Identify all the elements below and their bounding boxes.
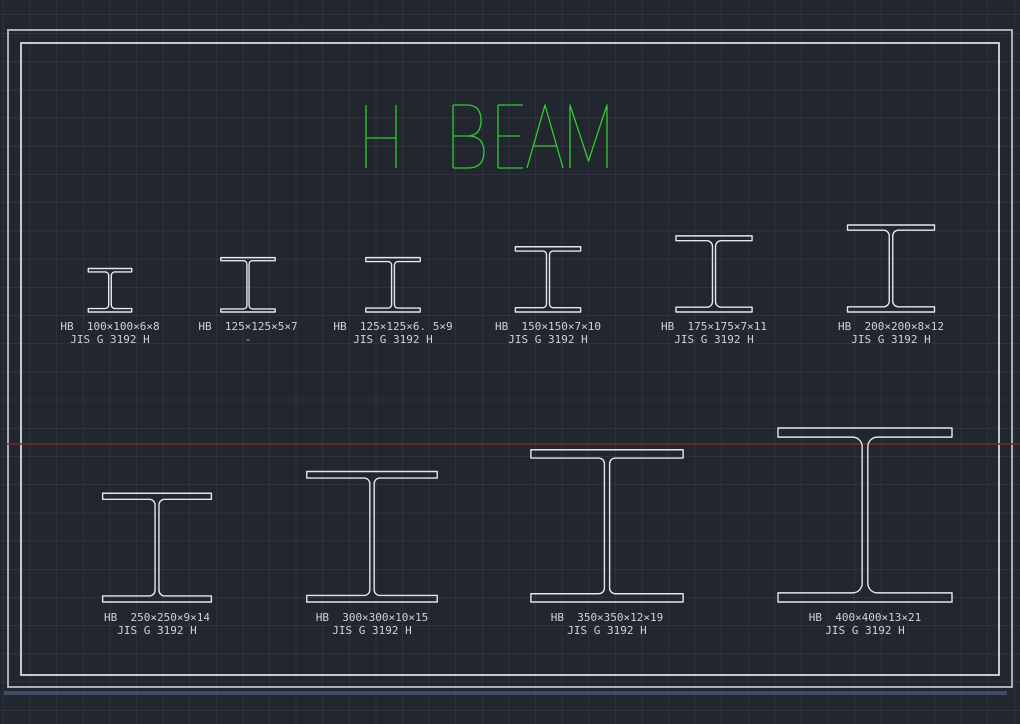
hbeam-section-10 (777, 427, 953, 603)
hbeam-section-5 (675, 235, 753, 313)
horizontal-scrollbar-thumb[interactable] (4, 691, 1007, 695)
hbeam-section-4 (514, 246, 582, 313)
hbeam-section-9 (530, 449, 684, 603)
hbeam-section-3 (365, 256, 421, 313)
hbeam-section-6 (846, 224, 936, 313)
hbeam-section-1 (87, 267, 133, 313)
hbeam-section-2 (220, 256, 276, 313)
border-inner (20, 42, 1000, 676)
border-outer (7, 29, 1013, 688)
hbeam-section-8 (306, 470, 438, 603)
beam-sections (87, 224, 953, 603)
hbeam-section-7 (101, 492, 213, 603)
h-beam-title (365, 104, 608, 169)
